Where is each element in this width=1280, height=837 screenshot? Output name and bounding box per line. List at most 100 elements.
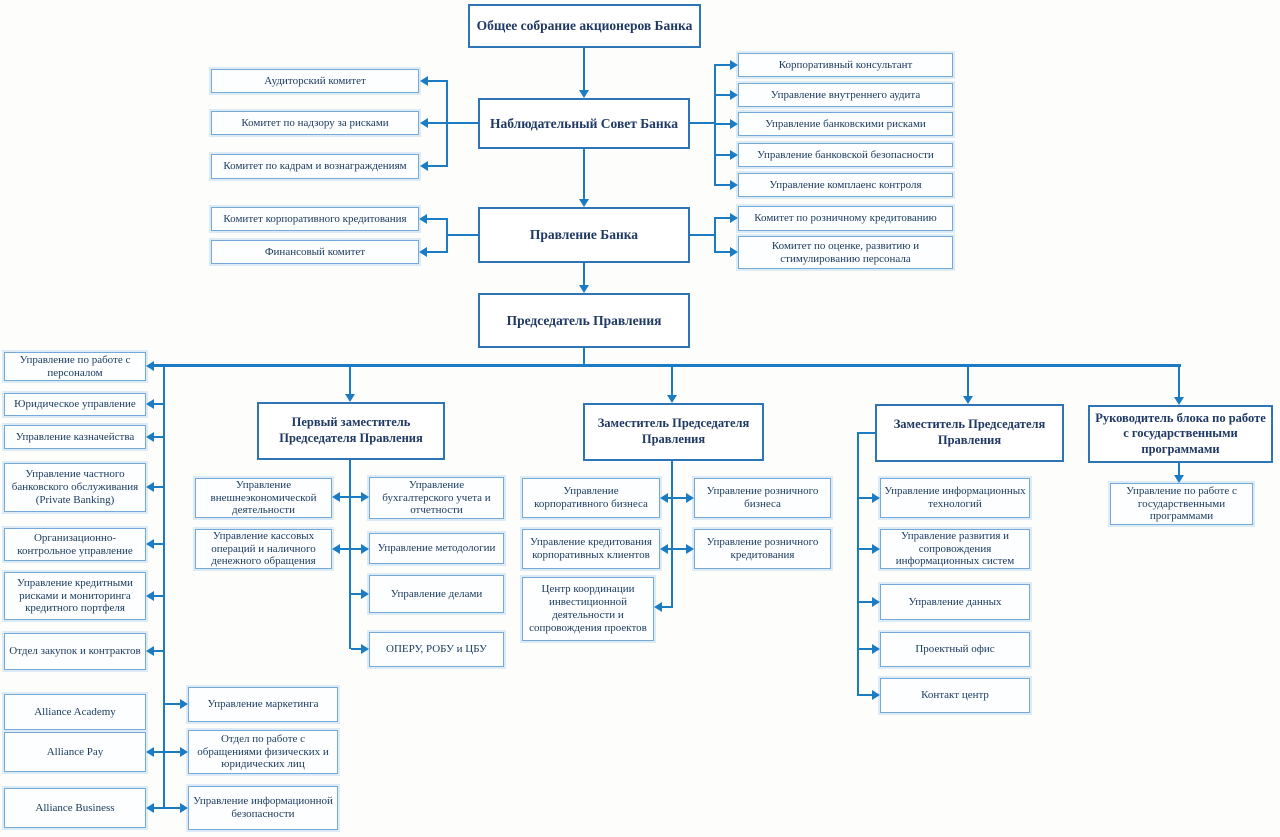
arrowhead bbox=[345, 394, 355, 402]
arrowhead bbox=[730, 60, 738, 70]
connector-line bbox=[340, 548, 350, 550]
arrowhead bbox=[361, 644, 369, 654]
connector-line bbox=[673, 497, 686, 499]
connector-line bbox=[428, 122, 447, 124]
connector-line bbox=[671, 461, 673, 608]
box-methodology-unit: Управление методологии bbox=[369, 533, 504, 564]
connector-line bbox=[716, 123, 730, 125]
arrowhead bbox=[361, 589, 369, 599]
connector-line bbox=[858, 432, 875, 434]
box-personnel-evaluation-committee: Комитет по оценке, развитию и стимулиров… bbox=[738, 236, 953, 269]
box-infosec-unit: Управление информационной безопасности bbox=[188, 786, 338, 830]
connector-line bbox=[859, 601, 872, 603]
connector-line bbox=[583, 263, 585, 285]
connector-line bbox=[967, 367, 969, 396]
connector-line bbox=[165, 751, 180, 753]
box-operu-unit: ОПЕРУ, РОБУ и ЦБУ bbox=[369, 632, 504, 667]
box-project-office: Проектный офис bbox=[880, 632, 1030, 667]
connector-line bbox=[447, 234, 478, 236]
arrowhead bbox=[146, 646, 154, 656]
box-marketing-unit: Управление маркетинга bbox=[188, 687, 338, 722]
box-gov-programs-head: Руководитель блока по работе с государст… bbox=[1088, 405, 1273, 463]
arrowhead bbox=[579, 285, 589, 293]
box-private-banking-unit: Управление частного банковского обслужив… bbox=[4, 463, 146, 512]
box-affairs-unit: Управление делами bbox=[369, 575, 504, 613]
connector-line bbox=[583, 48, 585, 90]
arrowhead bbox=[419, 214, 427, 224]
box-alliance-pay: Alliance Pay bbox=[4, 732, 146, 772]
arrowhead bbox=[730, 247, 738, 257]
box-contact-center: Контакт центр bbox=[880, 678, 1030, 713]
box-data-unit: Управление данных bbox=[880, 584, 1030, 620]
arrowhead bbox=[146, 432, 154, 442]
connector-line bbox=[154, 807, 164, 809]
box-investment-center: Центр координации инвестиционной деятель… bbox=[522, 577, 654, 641]
arrowhead bbox=[180, 699, 188, 709]
connector-line bbox=[671, 367, 673, 395]
arrowhead bbox=[180, 803, 188, 813]
connector-line bbox=[154, 403, 164, 405]
connector-line bbox=[154, 595, 164, 597]
connector-line bbox=[716, 64, 730, 66]
arrowhead bbox=[654, 602, 662, 612]
arrowhead bbox=[730, 90, 738, 100]
box-audit-committee: Аудиторский комитет bbox=[211, 69, 419, 93]
arrowhead bbox=[146, 482, 154, 492]
box-hr-unit: Управление по работе с персоналом bbox=[4, 352, 146, 381]
connector-line bbox=[351, 548, 361, 550]
box-systems-development-unit: Управление развития и сопровождения инфо… bbox=[880, 529, 1030, 569]
connector-line bbox=[351, 496, 361, 498]
connector-line bbox=[716, 184, 730, 186]
connector-line bbox=[859, 648, 872, 650]
box-corporate-business-unit: Управление корпоративного бизнеса bbox=[522, 478, 660, 518]
arrowhead bbox=[420, 161, 428, 171]
arrowhead bbox=[1174, 397, 1184, 405]
arrowhead bbox=[872, 644, 880, 654]
connector-line bbox=[716, 94, 730, 96]
connector-line bbox=[351, 648, 361, 650]
connector-line bbox=[154, 543, 164, 545]
box-chairman: Председатель Правления bbox=[478, 293, 690, 348]
arrowhead bbox=[579, 199, 589, 207]
connector-line bbox=[716, 217, 730, 219]
box-accounting-unit: Управление бухгалтерского учета и отчетн… bbox=[369, 477, 504, 519]
connector-line bbox=[690, 234, 715, 236]
arrowhead bbox=[872, 597, 880, 607]
box-alliance-business: Alliance Business bbox=[4, 788, 146, 828]
arrowhead bbox=[872, 493, 880, 503]
connector-line bbox=[583, 149, 585, 199]
connector-line bbox=[714, 64, 716, 186]
arrowhead bbox=[660, 493, 668, 503]
arrowhead bbox=[872, 690, 880, 700]
arrowhead bbox=[420, 118, 428, 128]
connector-line bbox=[714, 217, 716, 253]
box-bank-security: Управление банковской безопасности bbox=[738, 143, 953, 167]
connector-line bbox=[859, 694, 872, 696]
arrowhead bbox=[146, 539, 154, 549]
connector-line bbox=[427, 251, 446, 253]
arrowhead bbox=[332, 492, 340, 502]
box-alliance-academy: Alliance Academy bbox=[4, 694, 146, 730]
connector-line bbox=[154, 650, 164, 652]
box-treasury-unit: Управление казначейства bbox=[4, 425, 146, 449]
arrowhead bbox=[146, 591, 154, 601]
connector-line bbox=[583, 348, 585, 366]
connector-line bbox=[154, 751, 164, 753]
connector-line bbox=[859, 548, 872, 550]
arrowhead bbox=[419, 247, 427, 257]
connector-line bbox=[428, 165, 447, 167]
box-first-deputy: Первый заместитель Председателя Правлени… bbox=[257, 402, 445, 460]
connector-line bbox=[716, 251, 730, 253]
arrowhead bbox=[579, 90, 589, 98]
box-compliance-control: Управление комплаенс контроля bbox=[738, 173, 953, 197]
connector-line bbox=[447, 122, 478, 124]
connector-line bbox=[857, 432, 859, 696]
arrowhead bbox=[660, 544, 668, 554]
box-appeals-unit: Отдел по работе с обращениями физических… bbox=[188, 730, 338, 774]
arrowhead bbox=[686, 544, 694, 554]
arrowhead bbox=[146, 399, 154, 409]
connector-line bbox=[859, 497, 872, 499]
box-management-board: Правление Банка bbox=[478, 207, 690, 263]
connector-line bbox=[1178, 367, 1180, 397]
box-finance-committee: Финансовый комитет bbox=[211, 240, 419, 264]
